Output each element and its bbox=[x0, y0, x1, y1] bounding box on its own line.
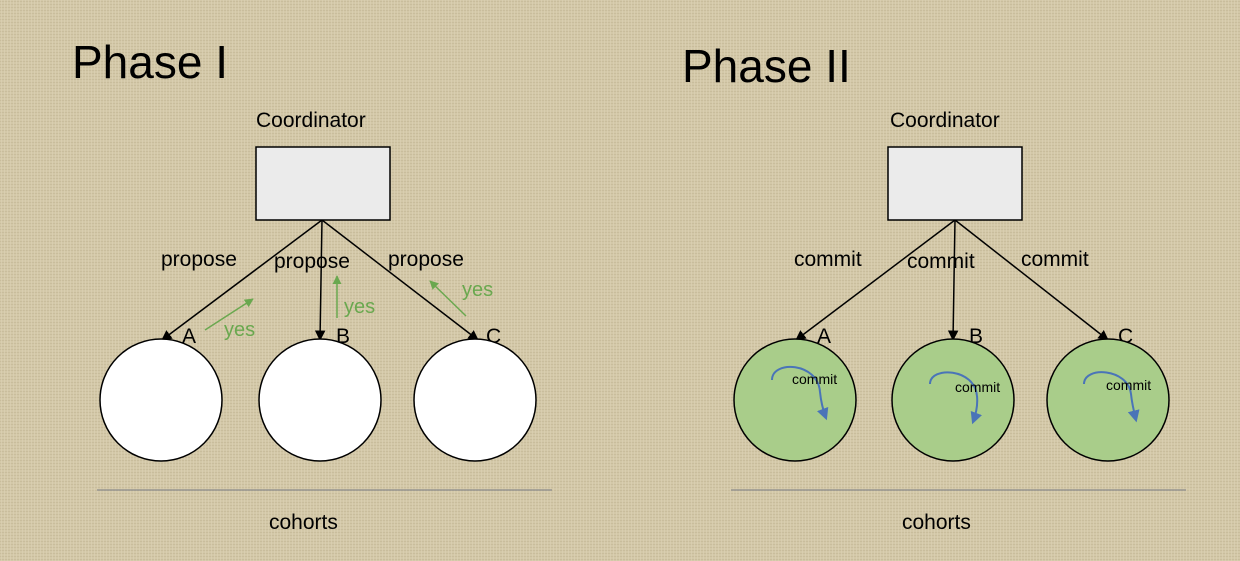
phase1-reply-label-a: yes bbox=[224, 319, 255, 341]
phase2-cohort-circle-b bbox=[891, 338, 1015, 462]
phase2-coordinator-box bbox=[887, 146, 1023, 221]
phase1-message-label-a: propose bbox=[161, 248, 237, 271]
phase2-cohort-action-b: commit bbox=[955, 379, 1000, 395]
phase2-message-arrow-c bbox=[954, 219, 1109, 341]
phase2-footer-label: cohorts bbox=[902, 511, 971, 534]
phase1-message-arrow-b bbox=[314, 219, 326, 342]
phase2-message-label-a: commit bbox=[794, 248, 862, 271]
phase1-cohort-label-a: A bbox=[182, 325, 196, 348]
phase1-cohort-circle-b bbox=[258, 338, 382, 462]
phase2-commit-curl-icon-a bbox=[771, 365, 829, 421]
phase2-message-arrow-b bbox=[947, 219, 959, 342]
phase2-message-arrow-a bbox=[795, 219, 956, 341]
phase2-cohort-action-c: commit bbox=[1106, 377, 1151, 393]
phase2-title: Phase II bbox=[682, 40, 851, 92]
phase2-cohort-circle-c bbox=[1046, 338, 1170, 462]
phase2-commit-curl-icon-b bbox=[929, 371, 982, 425]
phase1-cohort-circle-a bbox=[99, 338, 223, 462]
phase1-message-arrow-c bbox=[321, 219, 479, 341]
phase1-cohort-circle-c bbox=[413, 338, 537, 462]
phase1-message-arrow-a bbox=[161, 219, 323, 341]
phase1-reply-label-b: yes bbox=[344, 296, 375, 318]
phase2-cohort-action-a: commit bbox=[792, 371, 837, 387]
phase1-message-label-c: propose bbox=[388, 248, 464, 271]
phase1-reply-arrow-a bbox=[204, 298, 254, 331]
phase2-cohort-circle-a bbox=[733, 338, 857, 462]
phase1-coordinator-label: Coordinator bbox=[256, 109, 366, 132]
phase1-coordinator-box bbox=[255, 146, 391, 221]
phase1-reply-label-c: yes bbox=[462, 279, 493, 301]
phase1-reply-arrow-c bbox=[429, 280, 467, 317]
phase1-panel: Phase I Coordinator propose propose prop… bbox=[72, 36, 552, 534]
phase2-panel: Phase II Coordinator commit commit commi… bbox=[682, 40, 1186, 534]
phase1-message-label-b: propose bbox=[274, 250, 350, 273]
phase1-title: Phase I bbox=[72, 36, 228, 88]
phase2-message-label-c: commit bbox=[1021, 248, 1089, 271]
phase2-message-label-b: commit bbox=[907, 250, 975, 273]
phase2-coordinator-label: Coordinator bbox=[890, 109, 1000, 132]
phase1-footer-label: cohorts bbox=[269, 511, 338, 534]
phase2-cohort-label-a: A bbox=[817, 325, 831, 348]
phase2-commit-curl-icon-c bbox=[1083, 371, 1140, 423]
